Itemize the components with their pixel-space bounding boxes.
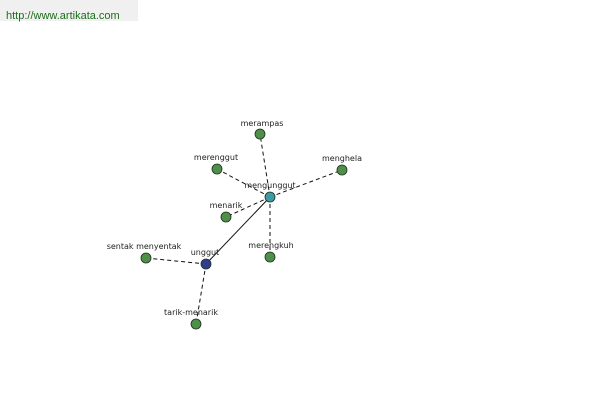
node-label-merampas: merampas bbox=[241, 119, 284, 128]
node-label-mengunggut: mengunggut bbox=[244, 181, 295, 190]
node-merengkuh[interactable]: merengkuh bbox=[248, 241, 294, 263]
node-unggut[interactable]: unggut bbox=[191, 248, 220, 270]
node-marker-tarik-menarik[interactable] bbox=[190, 318, 202, 330]
edge-mengunggut-menghela bbox=[269, 169, 343, 198]
node-tarik-menarik[interactable]: tarik-menarik bbox=[164, 308, 218, 330]
node-menarik[interactable]: menarik bbox=[210, 201, 243, 223]
node-marker-menghela[interactable] bbox=[336, 164, 348, 176]
watermark-url: http://www.artikata.com bbox=[6, 10, 120, 22]
node-label-merengkuh: merengkuh bbox=[248, 241, 293, 250]
node-label-menarik: menarik bbox=[210, 201, 243, 210]
node-sentak-menyentak[interactable]: sentak menyentak bbox=[107, 242, 182, 264]
node-marker-menarik[interactable] bbox=[220, 211, 232, 223]
node-marker-sentak-menyentak[interactable] bbox=[140, 252, 152, 264]
node-marker-merenggut[interactable] bbox=[211, 163, 223, 175]
edge-mengunggut-merenggut bbox=[216, 168, 271, 198]
edge-mengunggut-unggut bbox=[205, 196, 271, 265]
node-merenggut[interactable]: merenggut bbox=[194, 153, 238, 175]
watermark-banner: http://www.artikata.com bbox=[0, 0, 138, 22]
node-merampas[interactable]: merampas bbox=[241, 119, 284, 140]
node-label-merenggut: merenggut bbox=[194, 153, 238, 162]
node-label-tarik-menarik: tarik-menarik bbox=[164, 308, 218, 317]
graph-nodes: merampas merenggut menghela mengunggut menar… bbox=[107, 119, 362, 330]
node-marker-unggut[interactable] bbox=[200, 258, 212, 270]
node-label-unggut: unggut bbox=[191, 248, 220, 257]
node-label-menghela: menghela bbox=[322, 154, 362, 163]
node-mengunggut[interactable]: mengunggut bbox=[244, 181, 296, 203]
graph-edges bbox=[145, 133, 343, 325]
node-label-sentak-menyentak: sentak menyentak bbox=[107, 242, 182, 251]
node-marker-mengunggut[interactable] bbox=[264, 191, 276, 203]
node-marker-merampas[interactable] bbox=[254, 128, 266, 140]
edge-unggut-sentak-menyentak bbox=[145, 257, 207, 265]
node-marker-merengkuh[interactable] bbox=[264, 251, 276, 263]
edge-mengunggut-merampas bbox=[259, 133, 271, 198]
node-menghela[interactable]: menghela bbox=[322, 154, 362, 176]
edge-mengunggut-menarik bbox=[225, 196, 271, 218]
edge-unggut-tarik-menarik bbox=[195, 263, 207, 325]
